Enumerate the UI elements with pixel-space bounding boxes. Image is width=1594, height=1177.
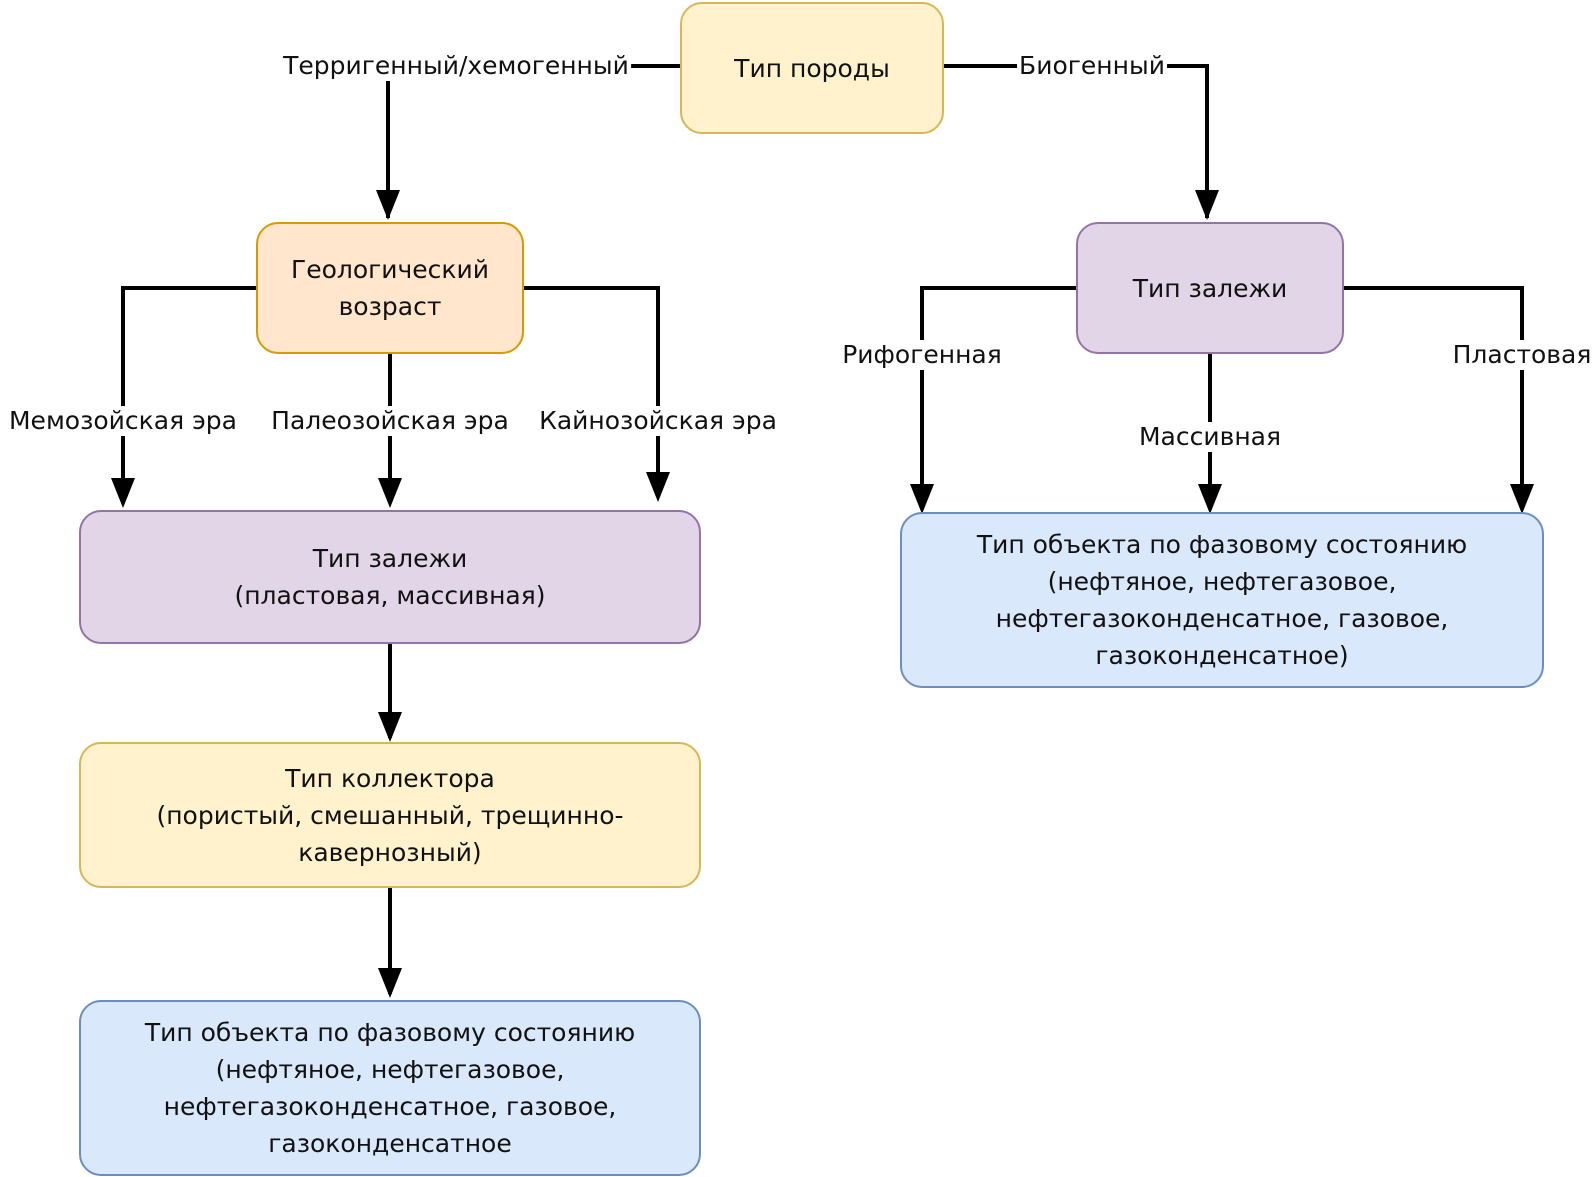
node-rock-type[interactable]: Тип породы xyxy=(680,2,944,134)
arrowhead xyxy=(1195,190,1219,220)
node-collector-type[interactable]: Тип коллектора (пористый, смешанный, тре… xyxy=(79,742,701,888)
edge-geo-cenozoic xyxy=(524,286,660,496)
arrowhead xyxy=(1198,484,1222,514)
node-label: Геологический возраст xyxy=(290,255,490,321)
edge-geo-mesozoic xyxy=(121,286,256,502)
node-phase-state-right[interactable]: Тип объекта по фазовому состоянию (нефтя… xyxy=(900,512,1544,688)
node-label: Тип породы xyxy=(734,53,890,83)
arrowhead xyxy=(1510,484,1534,514)
arrowhead xyxy=(378,478,402,508)
edge-rock-to-deposit-right xyxy=(944,64,1209,218)
edge-rock-to-geo-age xyxy=(386,64,680,218)
node-label: Тип залежи xyxy=(1132,273,1288,303)
node-phase-state-left[interactable]: Тип объекта по фазовому состоянию (нефтя… xyxy=(79,1000,701,1176)
edge-reef xyxy=(920,286,1076,508)
node-label: Тип объекта по фазовому состоянию (нефтя… xyxy=(144,1018,636,1158)
edge-layered xyxy=(1344,286,1524,508)
edge-label-paleozoic: Палеозойская эра xyxy=(269,406,511,436)
arrowhead xyxy=(111,478,135,508)
edge-label-terrigenous: Терригенный/хемогенный xyxy=(281,51,631,81)
node-label: Тип коллектора (пористый, смешанный, тре… xyxy=(156,763,624,867)
arrowhead xyxy=(378,968,402,998)
arrowhead xyxy=(376,190,400,220)
node-geological-age[interactable]: Геологический возраст xyxy=(256,222,524,354)
edge-label-cenozoic: Кайнозойская эра xyxy=(537,406,779,436)
node-deposit-type-right[interactable]: Тип залежи xyxy=(1076,222,1344,354)
node-label: Тип объекта по фазовому состоянию (нефтя… xyxy=(976,530,1468,670)
edge-label-massive: Массивная xyxy=(1136,422,1284,452)
arrowhead xyxy=(646,472,670,502)
arrowhead xyxy=(910,484,934,514)
edge-label-mesozoic: Мемозойская эра xyxy=(6,406,240,436)
edge-label-layered: Пластовая xyxy=(1450,340,1594,370)
node-deposit-type-left[interactable]: Тип залежи (пластовая, массивная) xyxy=(79,510,701,644)
arrowhead xyxy=(378,712,402,742)
edge-label-biogenic: Биогенный xyxy=(1017,51,1167,81)
node-label: Тип залежи (пластовая, массивная) xyxy=(234,544,546,610)
edge-label-reef: Рифогенная xyxy=(840,340,1004,370)
